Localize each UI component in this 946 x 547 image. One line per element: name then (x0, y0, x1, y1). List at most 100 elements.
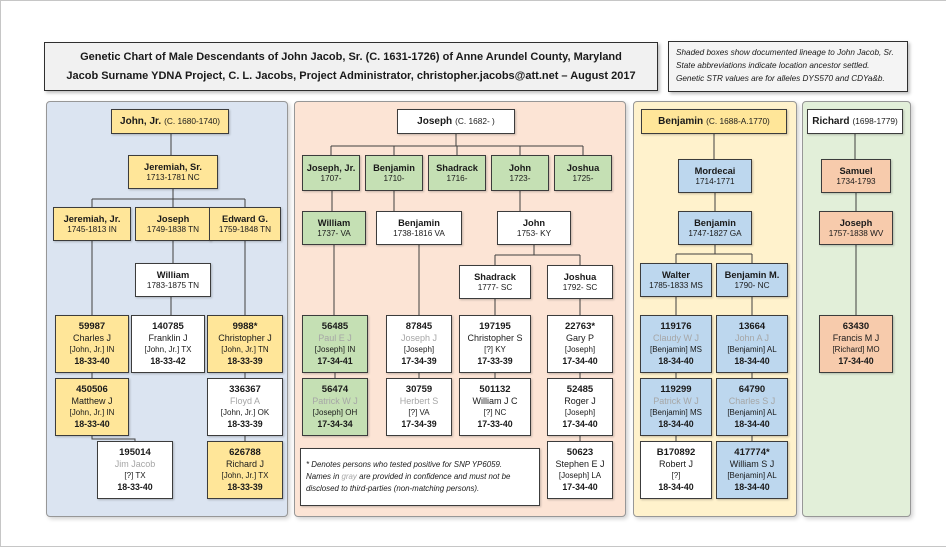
footnote-line3: disclosed to third-parties (non-matching… (306, 483, 479, 495)
ancestor-name: Joseph (417, 116, 453, 127)
kit-lineage: [John, Jr.] TX (221, 471, 269, 481)
kit-lineage: [Benjamin] MS (649, 345, 703, 355)
legend-line2: State abbreviations indicate location an… (676, 61, 870, 71)
kit-str-values: 18-33-39 (227, 481, 263, 492)
ancestor-name: John (508, 162, 532, 173)
kit-str-values: 17-34-40 (562, 481, 598, 492)
kit-str-values: 17-34-39 (401, 418, 437, 429)
footnote-line1: * Denotes persons who tested positive fo… (306, 459, 502, 471)
kit-lineage: [John, Jr.] TN (221, 345, 269, 355)
kit-box-417774: 417774* William S J [Benjamin] AL 18-34-… (716, 441, 788, 499)
kit-person-name: Jim Jacob (114, 459, 156, 470)
ancestor-name: Benjamin (658, 116, 704, 127)
kit-person-name: Patrick W J (653, 396, 699, 407)
kit-lineage: [John, Jr.] IN (69, 408, 115, 418)
kit-person-name: Claudy W J (652, 333, 699, 344)
chart-title-box: Genetic Chart of Male Descendants of Joh… (44, 42, 658, 91)
kit-str-values: 18-34-40 (734, 418, 770, 429)
footnote-line2: Names in gray are provided in confidence… (306, 471, 510, 483)
kit-number: 197195 (479, 321, 511, 333)
kit-number: 52485 (566, 384, 594, 396)
ancestor-dates: 1785-1833 MS (649, 280, 703, 290)
kit-box-59987: 59987 Charles J [John, Jr.] IN 18-33-40 (55, 315, 129, 373)
kit-str-values: 18-33-40 (117, 481, 153, 492)
kit-person-name: Gary P (565, 333, 594, 344)
kit-number: 22763* (564, 321, 596, 333)
ancestor-name: Shadrack (436, 162, 478, 173)
ancestor-box-joshua-1792: Joshua 1792- SC (547, 265, 613, 299)
kit-number: 87845 (405, 321, 433, 333)
ancestor-box-john-1723: John 1723- (491, 155, 549, 191)
kit-box-64790: 64790 Charles S J [Benjamin] AL 18-34-40 (716, 378, 788, 436)
kit-person-name: Patrick W J (312, 396, 358, 407)
chart-title-line1: Genetic Chart of Male Descendants of Joh… (80, 50, 622, 63)
kit-number: 501132 (479, 384, 511, 396)
kit-box-9988: 9988* Christopher J [John, Jr.] TN 18-33… (207, 315, 283, 373)
kit-person-name: William J C (472, 396, 518, 407)
kit-lineage: [Joseph] (564, 408, 596, 418)
kit-number: 50623 (566, 447, 594, 459)
kit-lineage: [Joseph] LA (558, 471, 602, 481)
footnote-text: are provided in confidence and must not … (356, 472, 511, 482)
kit-box-197195: 197195 Christopher S [?] KY 17-33-39 (459, 315, 531, 373)
ancestor-name: Richard (812, 116, 850, 127)
kit-number: 119299 (660, 384, 692, 396)
kit-str-values: 18-33-40 (74, 418, 110, 429)
ancestor-dates: 1716- (446, 173, 468, 183)
kit-box-56474: 56474 Patrick W J [Joseph] OH 17-34-34 (302, 378, 368, 436)
kit-box-56485: 56485 Paul E J [Joseph] IN 17-34-41 (302, 315, 368, 373)
ancestor-dates: 1757-1838 WV (828, 228, 884, 238)
ancestor-dates: 1725- (572, 173, 594, 183)
kit-box-50623: 50623 Stephen E J [Joseph] LA 17-34-40 (547, 441, 613, 499)
kit-box-450506: 450506 Matthew J [John, Jr.] IN 18-33-40 (55, 378, 129, 436)
kit-lineage: [?] (671, 471, 681, 481)
ancestor-name: Samuel (839, 165, 873, 176)
kit-lineage: [John, Jr.] IN (69, 345, 115, 355)
kit-box-63430: 63430 Francis M J [Richard] MO 17-34-40 (819, 315, 893, 373)
kit-box-195014: 195014 Jim Jacob [?] TX 18-33-40 (97, 441, 173, 499)
legend-line3: Genetic STR values are for alleles DYS57… (676, 73, 885, 83)
kit-number: 30759 (405, 384, 433, 396)
footnote-gray-word: gray (341, 472, 357, 482)
kit-lineage: [?] NC (483, 408, 507, 418)
kit-str-values: 17-34-41 (317, 355, 353, 366)
kit-box-87845: 87845 Joseph J [Joseph] 17-34-39 (386, 315, 452, 373)
ancestor-box-edward-g: Edward G. 1759-1848 TN (209, 207, 281, 241)
panel-header-richard: Richard (1698-1779) (807, 109, 903, 134)
ancestor-name: Edward G. (222, 213, 268, 224)
kit-person-name: Joseph J (400, 333, 438, 344)
ancestor-box-mordecai: Mordecai 1714-1771 (678, 159, 752, 193)
ancestor-dates: 1723- (509, 173, 531, 183)
ancestor-box-shadrack-1716: Shadrack 1716- (428, 155, 486, 191)
panel-header-joseph: Joseph (C. 1682- ) (397, 109, 515, 134)
ancestor-dates: 1783-1875 TN (146, 280, 200, 290)
ancestor-box-shadrack-1777: Shadrack 1777- SC (459, 265, 531, 299)
ancestor-box-benjamin-1738: Benjamin 1738-1816 VA (376, 211, 462, 245)
kit-person-name: Christopher J (218, 333, 272, 344)
kit-person-name: Charles J (72, 333, 111, 344)
kit-person-name: Herbert S (399, 396, 439, 407)
ancestor-box-joseph-1749: Joseph 1749-1838 TN (135, 207, 211, 241)
chart-title-line2: Jacob Surname YDNA Project, C. L. Jacobs… (66, 69, 636, 82)
kit-str-values: 17-33-40 (477, 418, 513, 429)
panel-richard (802, 101, 911, 517)
kit-box-626788: 626788 Richard J [John, Jr.] TX 18-33-39 (207, 441, 283, 499)
kit-number: 63430 (842, 321, 870, 333)
ancestor-dates: (1698-1779) (852, 116, 898, 127)
ancestor-dates: (C. 1682- ) (455, 116, 495, 127)
ancestor-dates: 1714-1771 (695, 176, 735, 186)
kit-str-values: 18-34-40 (658, 355, 694, 366)
kit-lineage: [Benjamin] AL (727, 345, 777, 355)
kit-box-22763: 22763* Gary P [Joseph] 17-34-40 (547, 315, 613, 373)
kit-lineage: [Benjamin] AL (727, 408, 777, 418)
kit-str-values: 17-33-39 (477, 355, 513, 366)
ancestor-name: Benjamin (398, 217, 440, 228)
kit-box-119176: 119176 Claudy W J [Benjamin] MS 18-34-40 (640, 315, 712, 373)
ancestor-box-william-1783: William 1783-1875 TN (135, 263, 211, 297)
kit-str-values: 17-34-34 (317, 418, 353, 429)
kit-person-name: John A J (734, 333, 770, 344)
kit-lineage: [Joseph] (403, 345, 435, 355)
kit-str-values: 18-33-39 (227, 418, 263, 429)
kit-person-name: Robert J (658, 459, 693, 470)
